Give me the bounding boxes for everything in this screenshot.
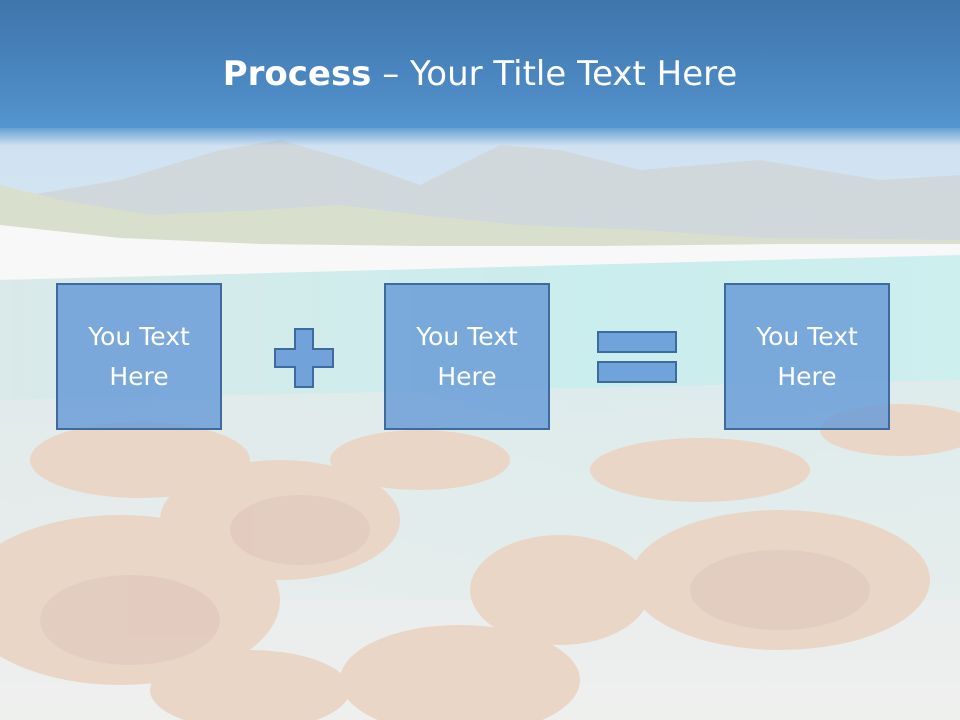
title-rest-text: – Your Title Text Here <box>371 54 738 94</box>
slide-title[interactable]: Process – Your Title Text Here <box>0 52 960 96</box>
process-box-1-line-1: You Text <box>88 321 190 351</box>
plus-icon[interactable] <box>273 327 335 389</box>
process-box-3-line-1: You Text <box>756 321 858 351</box>
process-box-2-line-2: Here <box>437 361 497 391</box>
title-bar: Process – Your Title Text Here <box>0 0 960 146</box>
process-box-2-line-1: You Text <box>416 321 518 351</box>
equals-icon[interactable] <box>596 330 678 384</box>
process-box-3-line-2: Here <box>777 361 837 391</box>
title-bold-text: Process <box>222 54 372 94</box>
process-box-1-line-2: Here <box>109 361 169 391</box>
